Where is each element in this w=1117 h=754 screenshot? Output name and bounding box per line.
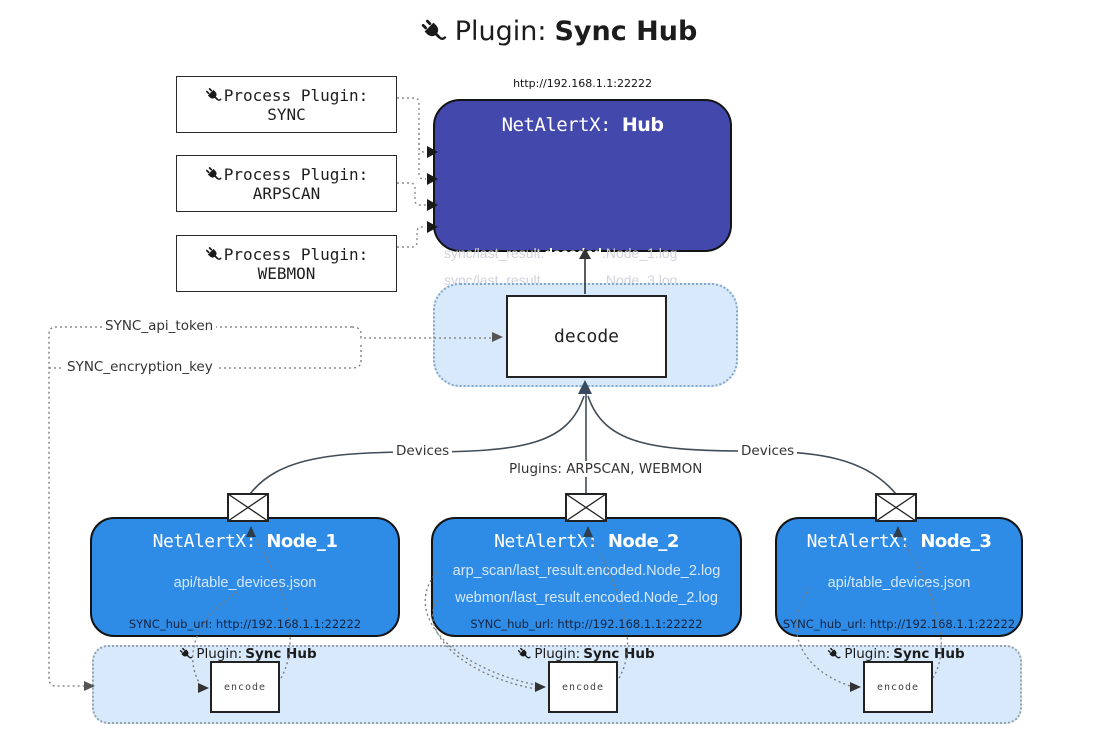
decode-box: decode bbox=[506, 295, 667, 378]
node-title: NetAlertX: Node_1 bbox=[152, 531, 338, 552]
plug-icon bbox=[420, 18, 447, 45]
node-2: NetAlertX: Node_2 arp_scan/last_result.e… bbox=[431, 517, 742, 637]
process-plugin-label: Process Plugin: bbox=[223, 164, 369, 184]
process-plugin-sync: Process Plugin: SYNC bbox=[176, 76, 397, 133]
node-hub-url: SYNC_hub_url: http://192.168.1.1:22222 bbox=[470, 617, 703, 631]
hub-url-label: http://192.168.1.1:22222 bbox=[513, 77, 652, 90]
process-plugin-webmon: Process Plugin: WEBMON bbox=[176, 235, 397, 292]
node-3: NetAlertX: Node_3 api/table_devices.json… bbox=[775, 517, 1023, 637]
plug-icon bbox=[517, 647, 531, 661]
encode-box: encode bbox=[548, 661, 618, 713]
encode-box: encode bbox=[863, 661, 933, 713]
node-file: webmon/last_result.encoded.Node_2.log bbox=[455, 590, 718, 606]
node-file: arp_scan/last_result.encoded.Node_2.log bbox=[452, 563, 721, 579]
process-plugin-arpscan: Process Plugin: ARPSCAN bbox=[176, 155, 397, 212]
encoder-plugin-label: Plugin:Sync Hub bbox=[816, 646, 976, 662]
process-plugin-label: Process Plugin: bbox=[223, 85, 369, 105]
hub-title: NetAlertX: Hub bbox=[435, 114, 730, 136]
process-plugin-name: ARPSCAN bbox=[252, 183, 321, 203]
process-plugin-name: SYNC bbox=[267, 104, 306, 124]
node-file: api/table_devices.json bbox=[827, 575, 971, 591]
encode-box: encode bbox=[210, 661, 280, 713]
hub-node: NetAlertX: Hub sync/last_result.decoded.… bbox=[433, 99, 732, 336]
hub-title-prefix: NetAlertX: bbox=[501, 114, 612, 136]
plug-icon bbox=[205, 246, 222, 263]
plug-icon bbox=[827, 647, 841, 661]
node-1: NetAlertX: Node_1 api/table_devices.json… bbox=[90, 517, 400, 637]
encoder-plugin-label: Plugin:Sync Hub bbox=[168, 646, 328, 662]
hub-file-line: sync/last_result.decoded.Node_1.log bbox=[444, 245, 678, 261]
node-file: api/table_devices.json bbox=[173, 575, 317, 591]
page-title-name: Sync Hub bbox=[554, 16, 698, 47]
plug-icon bbox=[179, 647, 193, 661]
hub-title-name: Hub bbox=[621, 114, 664, 136]
page-title-prefix: Plugin: bbox=[454, 16, 547, 47]
plug-icon bbox=[205, 166, 222, 183]
node-hub-url: SYNC_hub_url: http://192.168.1.1:22222 bbox=[128, 617, 362, 631]
plug-icon bbox=[205, 87, 222, 104]
page-title: Plugin: Sync Hub bbox=[0, 16, 1117, 47]
node-hub-url: SYNC_hub_url: http://192.168.1.1:22222 bbox=[782, 617, 1016, 631]
node-title: NetAlertX: Node_3 bbox=[806, 531, 992, 552]
encoder-plugin-label: Plugin:Sync Hub bbox=[506, 646, 666, 662]
node-title: NetAlertX: Node_2 bbox=[494, 531, 679, 552]
process-plugin-name: WEBMON bbox=[257, 263, 316, 283]
process-plugin-label: Process Plugin: bbox=[223, 244, 369, 264]
